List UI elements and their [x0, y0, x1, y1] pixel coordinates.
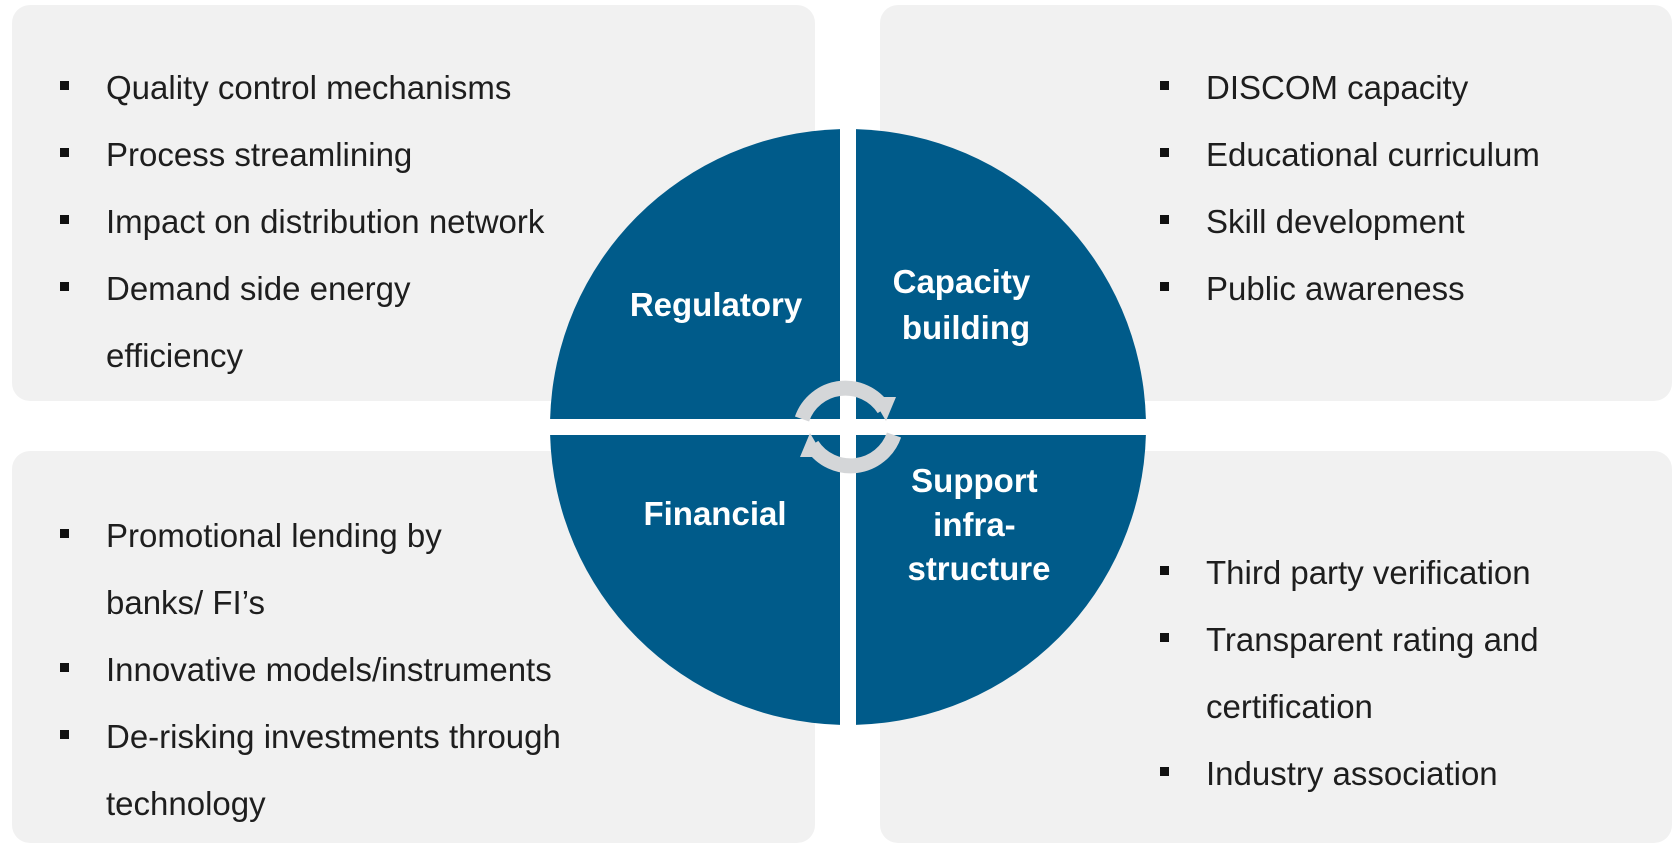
financial-list: Promotional lending by banks/ FI’s Innov…	[60, 502, 640, 837]
quadrant-wheel: Regulatory Capacity building Financial S…	[550, 129, 1146, 725]
financial-quadrant	[550, 435, 840, 725]
support-infrastructure-title: Support infra- structure	[907, 462, 1050, 587]
list-item: Transparent rating and certification	[1160, 606, 1626, 740]
list-item: Process streamlining	[60, 121, 620, 188]
list-item: Industry association	[1160, 740, 1640, 807]
list-item: Skill development	[1160, 188, 1640, 255]
list-item: Innovative models/instruments	[60, 636, 640, 703]
list-item: Promotional lending by banks/ FI’s	[60, 502, 526, 636]
capacity-building-quadrant	[856, 129, 1146, 419]
capacity-building-title: Capacity building	[893, 263, 1040, 346]
support-infrastructure-quadrant	[856, 435, 1146, 725]
capacity-building-list: DISCOM capacity Educational curriculum S…	[1160, 54, 1640, 322]
regulatory-quadrant	[550, 129, 840, 419]
list-item: Public awareness	[1160, 255, 1640, 322]
list-item: De-risking investments through technolog…	[60, 703, 666, 837]
list-item: Educational curriculum	[1160, 121, 1640, 188]
support-infrastructure-list: Third party verification Transparent rat…	[1160, 539, 1640, 807]
list-item: Impact on distribution network	[60, 188, 620, 255]
cycle-arrows-icon	[794, 380, 902, 474]
financial-title: Financial	[643, 495, 786, 532]
list-item: DISCOM capacity	[1160, 54, 1640, 121]
list-item: Third party verification	[1160, 539, 1640, 606]
regulatory-title: Regulatory	[630, 286, 803, 323]
list-item: Demand side energy efficiency	[60, 255, 486, 389]
regulatory-list: Quality control mechanisms Process strea…	[60, 54, 620, 389]
list-item: Quality control mechanisms	[60, 54, 620, 121]
